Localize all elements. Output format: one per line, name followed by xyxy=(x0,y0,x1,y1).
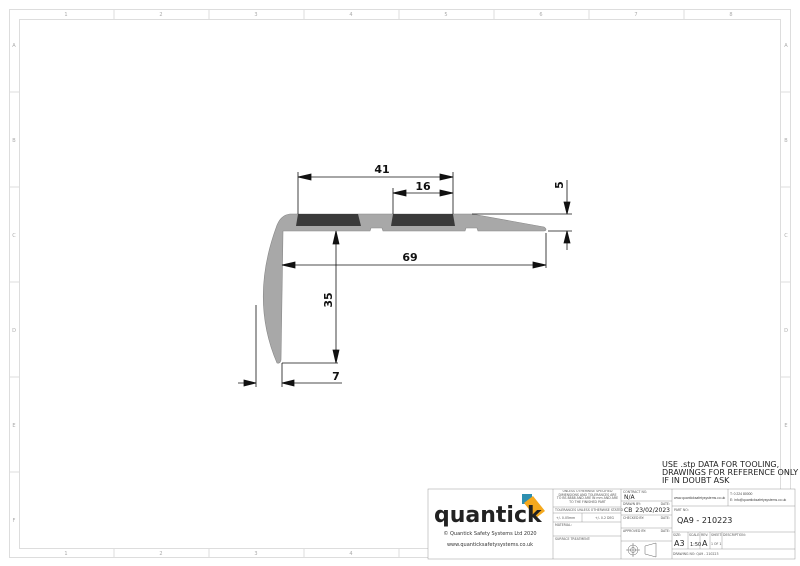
row-label: C xyxy=(12,233,16,239)
copyright: © Quantick Safety Systems Ltd 2020 xyxy=(443,530,536,537)
size-label: SIZE: xyxy=(673,533,681,537)
column-label: 4 xyxy=(349,12,352,18)
sheet-value: 1 OF 1 xyxy=(711,542,721,546)
row-label: A xyxy=(12,43,16,49)
column-label: 7 xyxy=(634,12,637,18)
scale-label: SCALE: xyxy=(689,533,700,537)
part-number: QA9 - 210223 xyxy=(677,516,732,525)
note-line: IF IN DOUBT ASK xyxy=(662,476,730,485)
dimension-35: 35 xyxy=(322,292,335,307)
part-label: PART NO: xyxy=(674,508,689,512)
dimension-16: 16 xyxy=(415,180,431,193)
date-label: DATE: xyxy=(661,529,670,533)
column-label: 2 xyxy=(159,12,162,18)
tooling-note: USE .stp DATA FOR TOOLING, DRAWINGS FOR … xyxy=(662,460,798,485)
zone-dividers xyxy=(9,9,791,558)
date-label: DATE: xyxy=(661,502,670,506)
row-label: C xyxy=(784,233,788,239)
surface-treatment-label: SURFACE TREATMENT: xyxy=(555,537,590,541)
column-label: 4 xyxy=(349,551,352,557)
scale-value: 1:50 xyxy=(690,542,701,548)
stair-nosing-profile xyxy=(262,213,547,364)
note-line: DRAWINGS FOR REFERENCE ONLY xyxy=(662,468,798,477)
drawing-number: DRAWING NO: QA9 - 210223 xyxy=(673,552,719,556)
row-label: B xyxy=(784,138,788,144)
anti-slip-insert xyxy=(296,214,361,226)
quantick-logo: quantick xyxy=(434,494,545,528)
projection-symbol-icon xyxy=(626,542,657,558)
column-label: 1 xyxy=(64,551,67,557)
row-label: F xyxy=(13,518,16,524)
dimension-69: 69 xyxy=(402,251,417,264)
row-label: D xyxy=(12,328,16,334)
row-label: D xyxy=(784,328,788,334)
column-label: 3 xyxy=(254,12,257,18)
date-label: DATE: xyxy=(661,516,670,520)
row-label: B xyxy=(12,138,16,144)
column-label: 1 xyxy=(64,12,67,18)
rev-value: A xyxy=(702,539,708,548)
drawn-date: 23/02/2023 xyxy=(635,507,670,514)
sheet-label: SHEET: xyxy=(711,533,722,537)
dimension-7: 7 xyxy=(332,370,340,383)
contract-value: N/A xyxy=(624,494,636,501)
inner-frame xyxy=(19,19,781,549)
email: E: info@quanticksafetysystems.co.uk xyxy=(730,498,787,502)
tolerances-label: TOLERANCES UNLESS OTHERWISE STATED xyxy=(554,508,623,512)
column-label: 6 xyxy=(539,12,542,18)
dimension-5: 5 xyxy=(553,181,566,189)
checked-label: CHECKED BY: xyxy=(623,516,644,520)
approved-label: APPROVED BY: xyxy=(623,529,646,533)
row-label: A xyxy=(784,43,788,49)
column-label: 5 xyxy=(444,12,447,18)
row-label: E xyxy=(12,423,15,429)
title-block xyxy=(427,488,796,560)
column-label: 8 xyxy=(729,12,732,18)
outer-frame xyxy=(9,9,791,558)
contract-label: CONTRACT NO. xyxy=(623,490,647,494)
anti-slip-insert xyxy=(391,214,455,226)
drawn-value: CB xyxy=(624,507,632,514)
rev-label: REV: xyxy=(701,533,708,537)
dimension-41: 41 xyxy=(374,163,389,176)
column-label: 2 xyxy=(159,551,162,557)
tolerance-linear: +/- 0.05mm xyxy=(556,516,575,520)
material-label: MATERIAL: xyxy=(555,523,572,527)
column-label: 3 xyxy=(254,551,257,557)
general-note: UNLESS OTHERWISE SPECIFIED DIMENSIONS AN… xyxy=(556,490,619,504)
row-label: E xyxy=(784,423,787,429)
web-small: www.quanticksafetysystems.co.uk xyxy=(674,496,726,500)
logo-text: quantick xyxy=(434,503,543,528)
drawn-label: DRAWN BY: xyxy=(623,502,641,506)
phone: T: 0 224 80000 xyxy=(730,492,753,496)
note-line: USE .stp DATA FOR TOOLING, xyxy=(662,460,779,469)
dimension-lines xyxy=(238,172,572,387)
size-value: A3 xyxy=(674,539,685,548)
website[interactable]: www.quanticksafetysystems.co.uk xyxy=(447,542,533,548)
tolerance-angular: +/- 0.2 DEG xyxy=(595,516,614,520)
description-label: DESCRIPTION: xyxy=(723,533,746,537)
